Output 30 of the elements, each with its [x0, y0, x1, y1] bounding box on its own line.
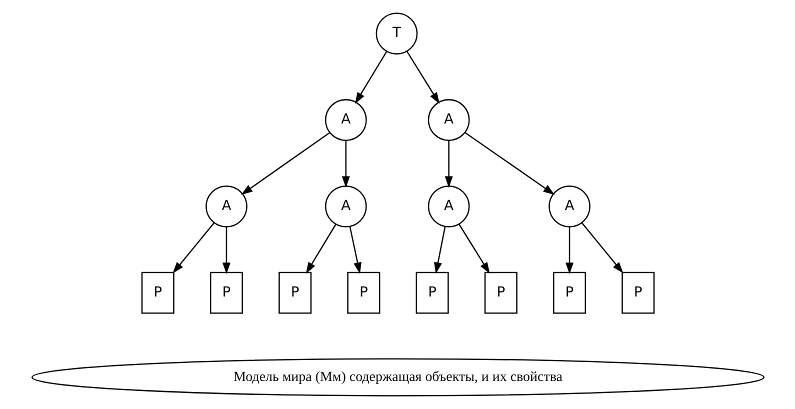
arrow	[172, 222, 214, 274]
arrow	[444, 140, 452, 188]
node-ellipse: Модель мира (Мм) содержащая объекты, и их свойства	[30, 358, 764, 396]
arrow	[580, 222, 623, 274]
node-circle: Т	[375, 12, 418, 55]
node-circle: А	[427, 99, 470, 141]
arrow	[354, 51, 387, 104]
node-box: Р	[209, 272, 242, 314]
node-box: Р	[552, 272, 586, 314]
arrow	[341, 140, 350, 188]
node-circle: А	[548, 185, 590, 228]
arrow	[305, 224, 336, 274]
arrow	[222, 227, 230, 274]
arrow	[406, 51, 440, 104]
arrow	[458, 224, 490, 274]
node-circle: А	[427, 185, 470, 228]
arrow	[464, 132, 554, 195]
arrow	[348, 226, 361, 274]
node-circle: А	[324, 185, 366, 228]
node-circle: А	[324, 99, 366, 141]
arrow	[565, 227, 574, 274]
node-box: Р	[140, 272, 174, 314]
node-circle: А	[205, 185, 247, 228]
node-box: Р	[278, 272, 312, 314]
node-box: Р	[484, 272, 517, 314]
node-box: Р	[621, 272, 654, 314]
node-box: Р	[346, 272, 380, 314]
node-box: Р	[415, 272, 448, 314]
arrow	[434, 226, 446, 274]
arrow	[240, 132, 330, 195]
